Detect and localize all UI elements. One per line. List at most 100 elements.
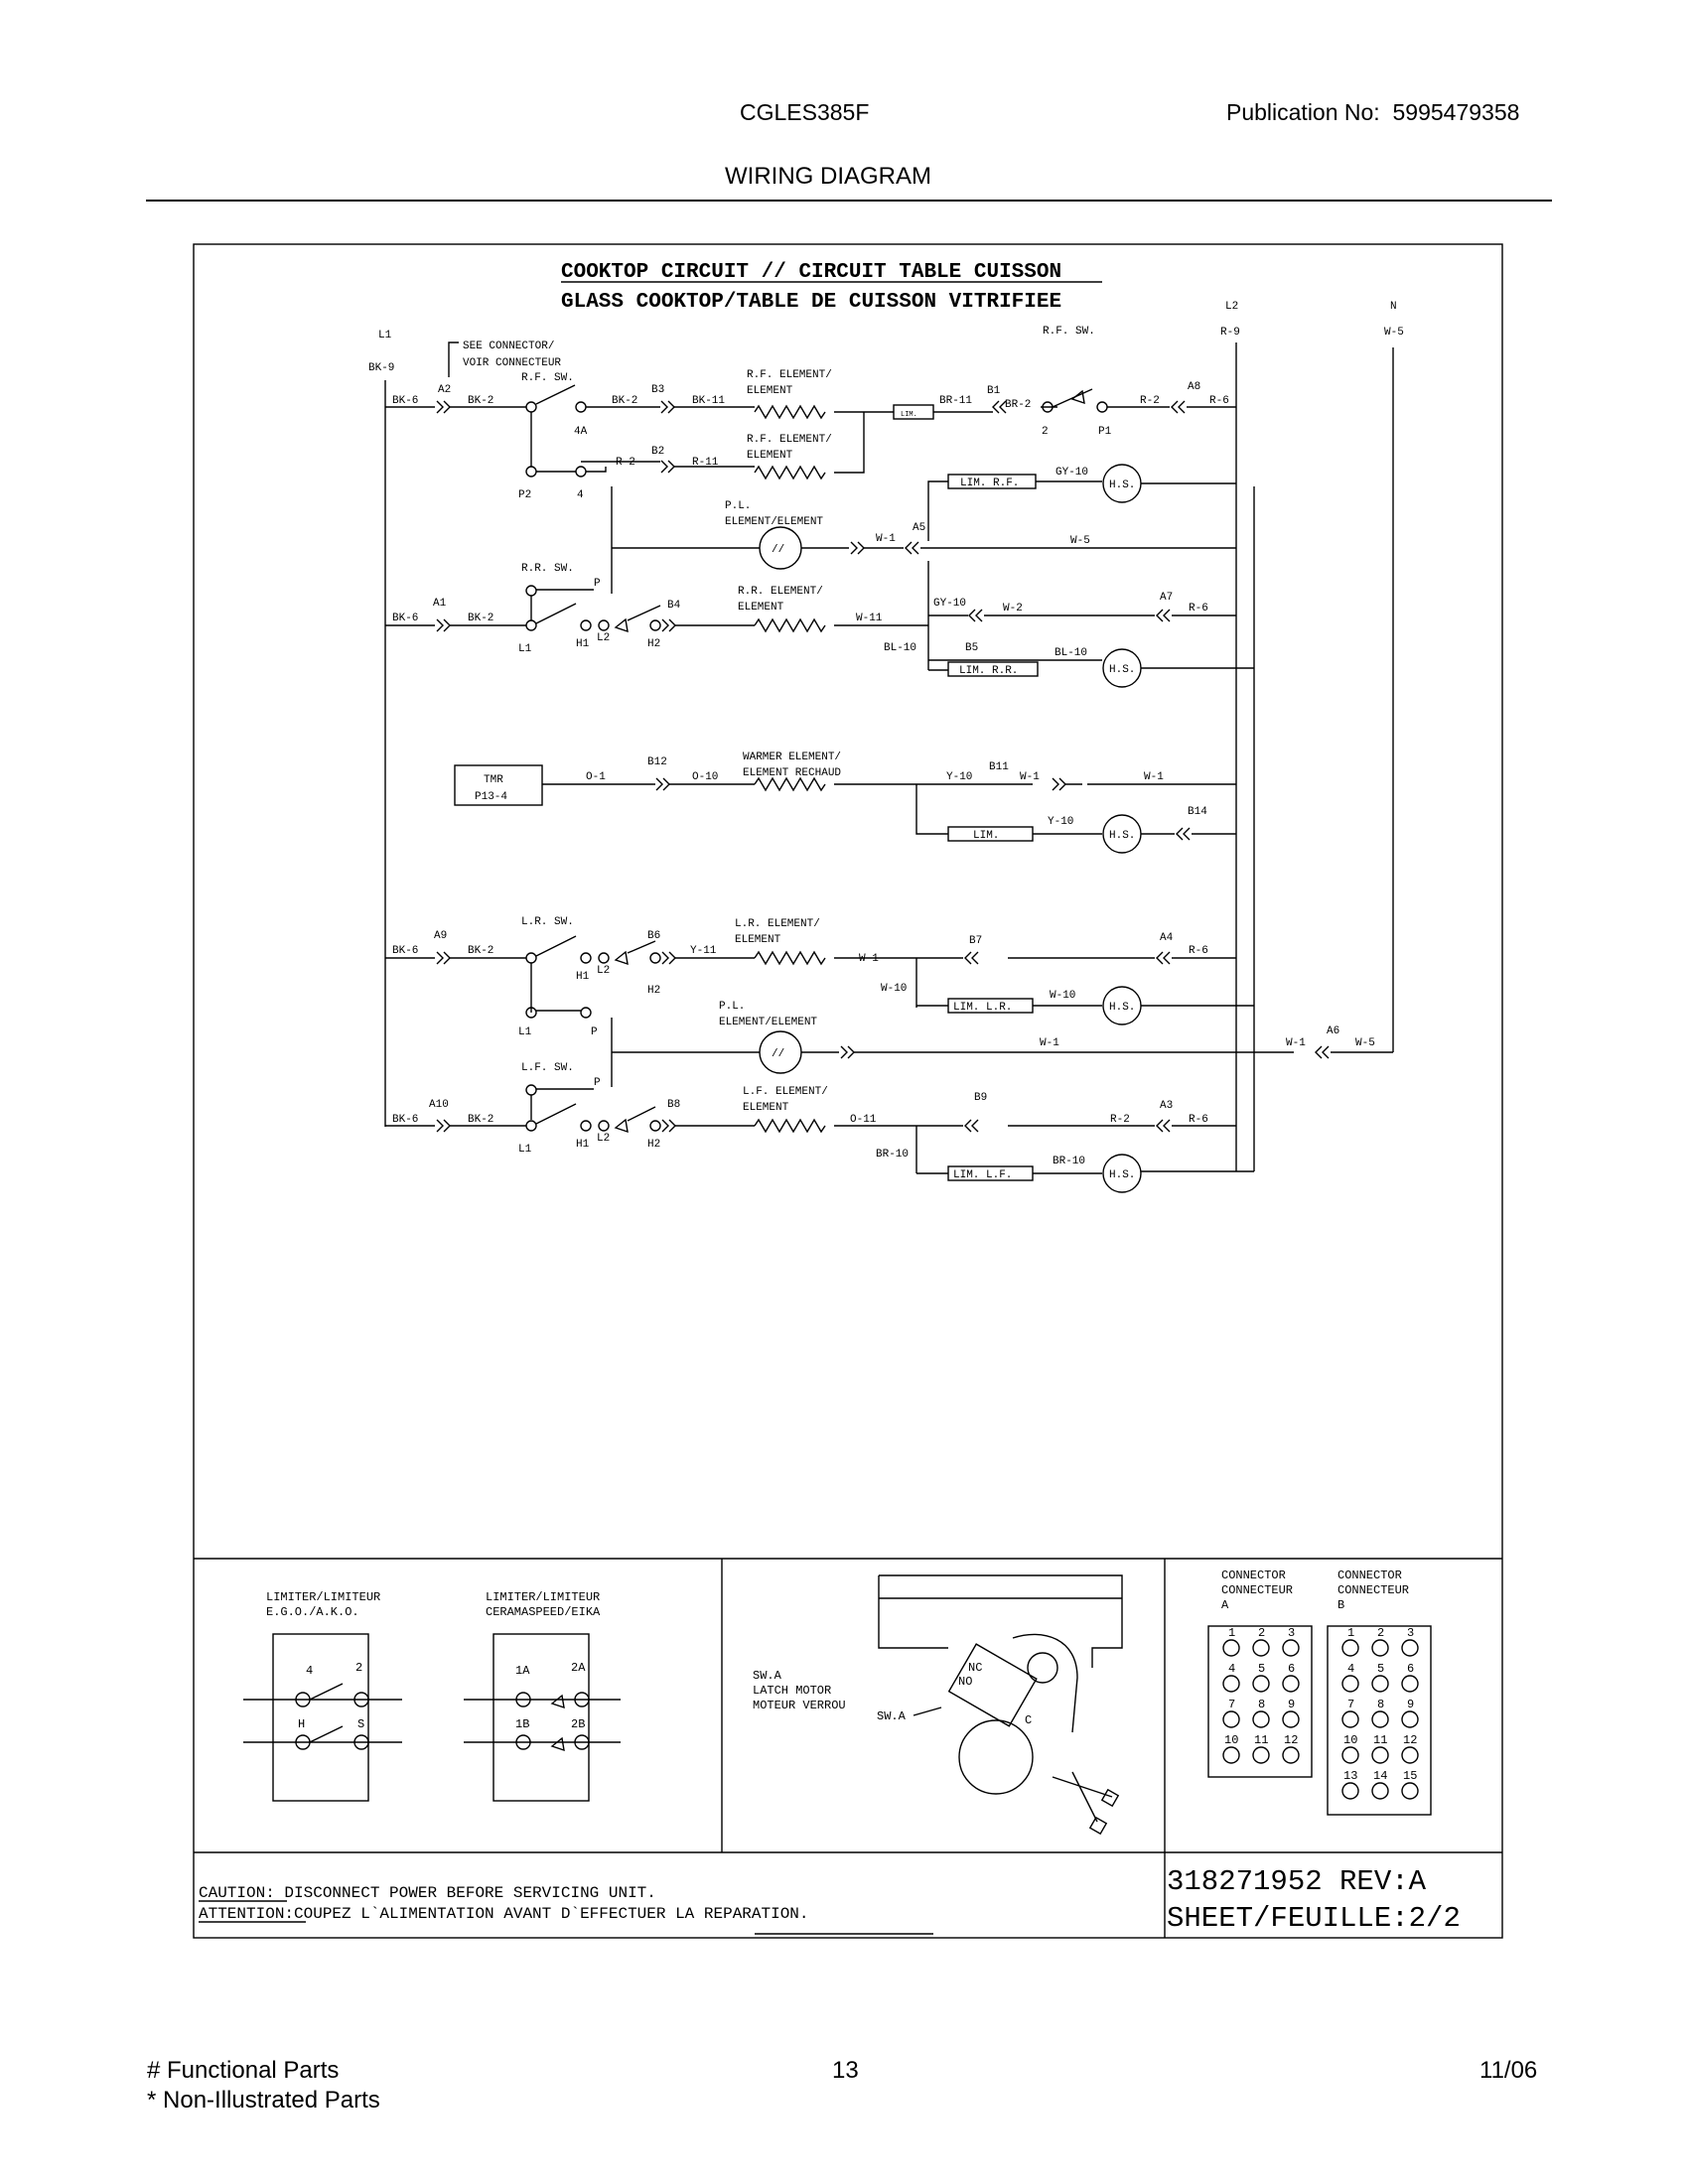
connector-pin-label: 2	[1377, 1626, 1384, 1640]
rf-element2: R.F. ELEMENT/	[747, 434, 832, 446]
w5-pl: W-5	[1070, 535, 1090, 547]
l2-lf: L2	[597, 1133, 610, 1145]
rr-sw-label: R.R. SW.	[521, 563, 574, 575]
y10-w2: Y-10	[1048, 816, 1073, 828]
conn-b-title: CONNECTOR	[1337, 1569, 1402, 1582]
connector-pin-label: 7	[1347, 1698, 1354, 1711]
connector-pin	[1282, 1746, 1300, 1764]
l1-rr: L1	[518, 643, 532, 655]
r6-rr: R-6	[1189, 603, 1208, 614]
b5: B5	[965, 642, 978, 654]
rf-element2b: ELEMENT	[747, 450, 793, 462]
timer-box	[454, 764, 543, 806]
connector-pin	[1401, 1639, 1419, 1657]
b8: B8	[667, 1099, 680, 1111]
r2-rf2: R-2	[616, 457, 635, 469]
connector-pin-label: 3	[1288, 1626, 1295, 1640]
latch-label-1: SW.A	[753, 1669, 782, 1683]
see-connector-fr: VOIR CONNECTEUR	[463, 357, 561, 369]
connector-pin-label: 6	[1288, 1662, 1295, 1676]
lim-warmer: LIM.	[973, 830, 999, 842]
connector-pin	[1252, 1746, 1270, 1764]
b6: B6	[647, 930, 660, 942]
bk2-lf: BK-2	[468, 1114, 493, 1126]
p1: P1	[1098, 426, 1112, 438]
r9-label: R-9	[1220, 327, 1240, 339]
w10-lr: W-10	[881, 983, 907, 995]
latch-c: C	[1025, 1713, 1032, 1727]
bk11: BK-11	[692, 395, 725, 407]
connector-pin	[1341, 1746, 1359, 1764]
cera-pin-1a: 1A	[515, 1664, 530, 1678]
diagram-subtitle: GLASS COOKTOP/TABLE DE CUISSON VITRIFIEE	[561, 291, 1061, 314]
tmr: TMR	[484, 774, 503, 786]
lim-rr-box	[947, 661, 1039, 677]
connector-pin	[1371, 1746, 1389, 1764]
r6-lf: R-6	[1189, 1114, 1208, 1126]
connector-pin	[1252, 1639, 1270, 1657]
bl10-rr: BL-10	[884, 642, 916, 654]
a8: A8	[1188, 381, 1200, 393]
bk6-lr: BK-6	[392, 945, 418, 957]
br10-lf: BR-10	[876, 1149, 909, 1160]
rf-sw2-label: R.F. SW.	[1043, 326, 1095, 338]
attention-text: COUPEZ L`ALIMENTATION AVANT D`EFFECTUER …	[294, 1905, 808, 1923]
l2-label: L2	[1225, 301, 1238, 313]
pl2-label: P.L.	[719, 1001, 745, 1013]
connector-pin	[1252, 1675, 1270, 1693]
t2: 2	[1042, 426, 1049, 438]
br2: BR-2	[1005, 399, 1031, 411]
warmer-element2: ELEMENT RECHAUD	[743, 767, 841, 779]
bk2-rf: BK-2	[468, 395, 493, 407]
connector-pin	[1401, 1675, 1419, 1693]
h1-rr: H1	[576, 638, 590, 650]
see-connector: SEE CONNECTOR/	[463, 341, 554, 352]
h2-lr: H2	[647, 985, 660, 997]
warmer-element: WARMER ELEMENT/	[743, 751, 841, 763]
latch-motor-body	[958, 1719, 1034, 1795]
connector-pin	[1222, 1675, 1240, 1693]
ego-pin-s: S	[357, 1717, 364, 1731]
hs-rr: H.S.	[1109, 664, 1135, 676]
cera-pin-2a: 2A	[571, 1661, 586, 1675]
bk9-label: BK-9	[368, 362, 394, 374]
cera-pin-1b: 1B	[515, 1717, 529, 1731]
connector-pin	[1341, 1782, 1359, 1800]
conn-a-title: CONNECTOR	[1221, 1569, 1286, 1582]
part-number: 318271952 REV:A	[1167, 1865, 1427, 1898]
limiter-cera-title: LIMITER/LIMITEUR	[486, 1590, 600, 1604]
pl2-label2: ELEMENT/ELEMENT	[719, 1017, 817, 1028]
connector-pin	[1282, 1639, 1300, 1657]
r2-lf: R-2	[1110, 1114, 1130, 1126]
lim-lf: LIM. L.F.	[953, 1169, 1012, 1181]
pl-label2: ELEMENT/ELEMENT	[725, 516, 823, 528]
lr-sw-label: L.R. SW.	[521, 916, 574, 928]
footer-functional-parts: # Functional Parts	[147, 2057, 340, 2084]
hs-warmer: H.S.	[1109, 830, 1135, 842]
caution-text: DISCONNECT POWER BEFORE SERVICING UNIT.	[275, 1884, 656, 1902]
lf-element2: ELEMENT	[743, 1102, 789, 1114]
r6-rf: R-6	[1209, 395, 1229, 407]
connector-pin	[1282, 1710, 1300, 1728]
connector-pin	[1371, 1639, 1389, 1657]
connector-pin-label: 10	[1224, 1733, 1238, 1747]
b2: B2	[651, 446, 664, 458]
rf-sw-label: R.F. SW.	[521, 372, 574, 384]
conn-b-title2: CONNECTEUR	[1337, 1583, 1409, 1597]
w2: W-2	[1003, 603, 1023, 614]
connector-pin-label: 7	[1228, 1698, 1235, 1711]
p-lf: P	[594, 1077, 601, 1089]
limiter-ego-box	[272, 1633, 369, 1802]
lim-rf: LIM. R.F.	[960, 478, 1019, 489]
pl2-symbol: //	[772, 1048, 784, 1060]
bk2-lr: BK-2	[468, 945, 493, 957]
latch-label-3: MOTEUR VERROU	[753, 1699, 846, 1712]
connector-b-box	[1327, 1625, 1432, 1816]
a10: A10	[429, 1099, 449, 1111]
connector-pin-label: 3	[1407, 1626, 1414, 1640]
bl10-rr2: BL-10	[1055, 647, 1087, 659]
connector-pin	[1222, 1710, 1240, 1728]
r6-lr: R-6	[1189, 945, 1208, 957]
connector-pin-label: 12	[1403, 1733, 1417, 1747]
